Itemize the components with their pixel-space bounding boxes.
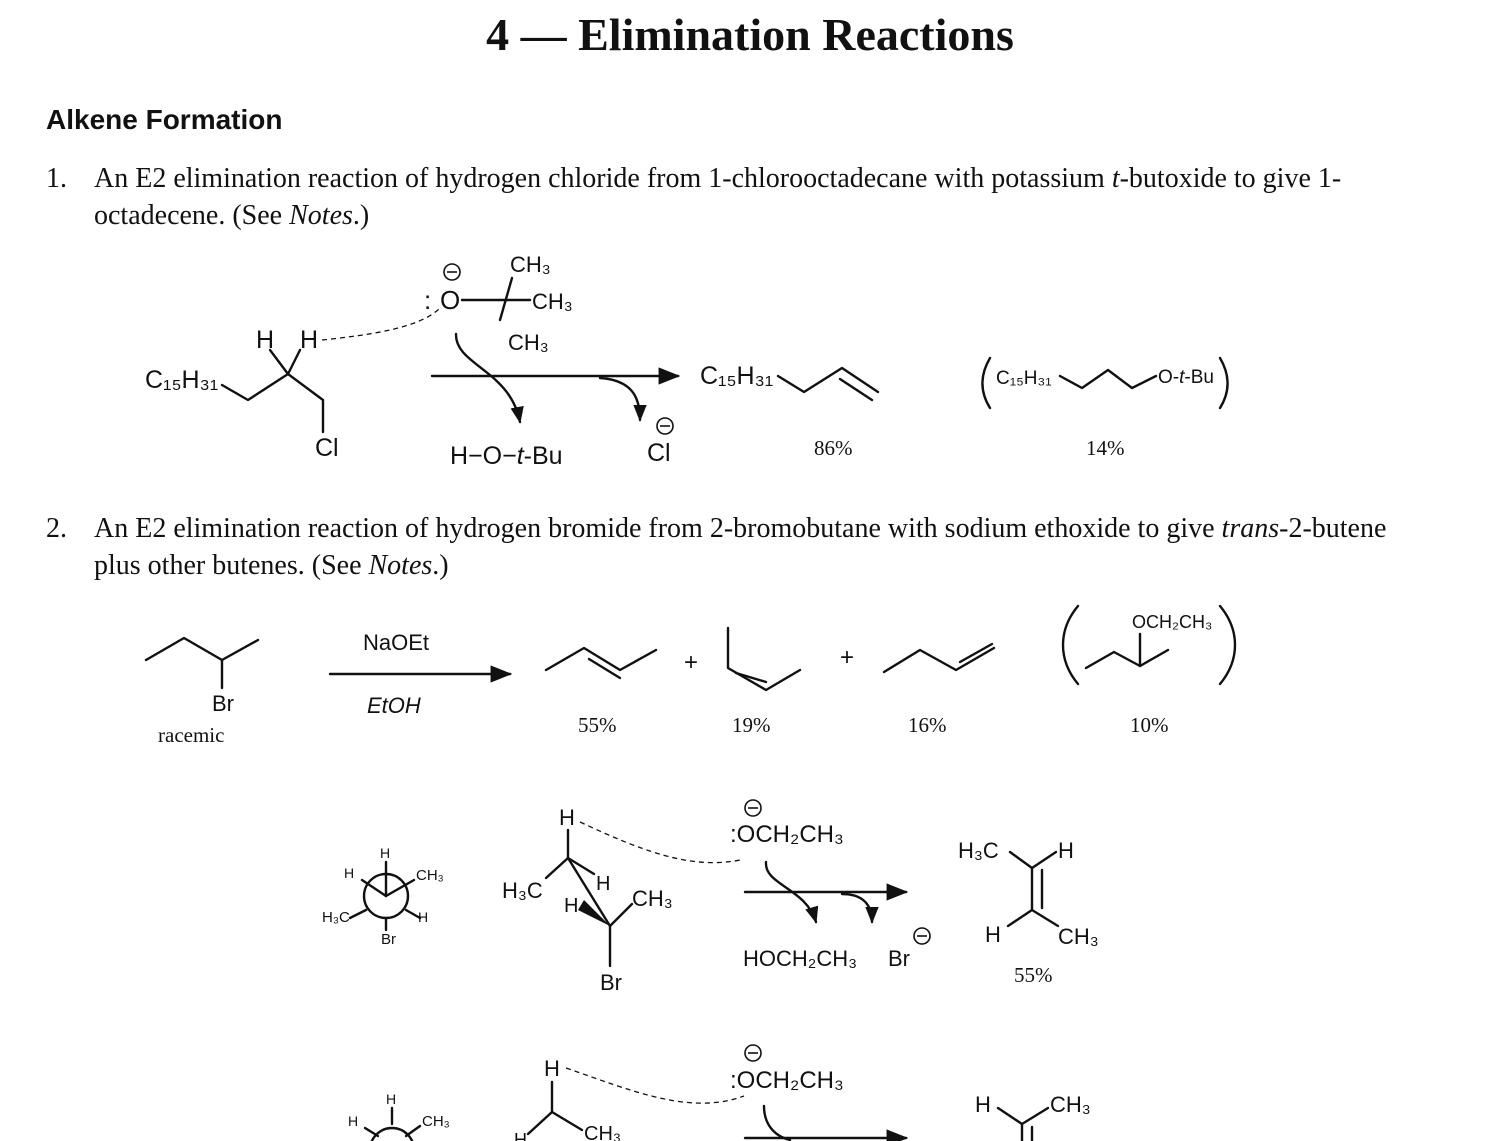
svg-text:CH₃: CH₃ bbox=[416, 867, 444, 884]
item-text: An E2 elimination reaction of hydrogen c… bbox=[94, 163, 1342, 231]
curved-arrow-icon bbox=[840, 892, 879, 924]
svg-text:CH₃: CH₃ bbox=[1058, 924, 1099, 949]
list-item-2: 2. An E2 elimination reaction of hydroge… bbox=[46, 510, 1406, 584]
negative-charge-icon bbox=[443, 263, 461, 281]
yield-label: 19% bbox=[732, 713, 771, 737]
ethoxy-label: OCH₂CH₃ bbox=[1132, 612, 1212, 632]
list-item-1: 1. An E2 elimination reaction of hydroge… bbox=[46, 160, 1406, 234]
solvent-label: EtOH bbox=[367, 693, 421, 718]
svg-text:H: H bbox=[380, 845, 390, 861]
curved-arrow-icon bbox=[454, 332, 524, 424]
ether-label: O-t-Bu bbox=[1158, 367, 1214, 388]
1-butene bbox=[882, 646, 996, 674]
svg-text:CH₃: CH₃ bbox=[632, 886, 673, 911]
bromine-label: Br bbox=[212, 691, 234, 716]
h-atom-label: H bbox=[256, 326, 274, 354]
svg-text:H: H bbox=[985, 922, 1001, 947]
svg-text:H: H bbox=[344, 865, 354, 881]
negative-charge-icon bbox=[656, 417, 674, 435]
side-product-ether: C₁₅H₃₁ O-t-Bu 14% bbox=[981, 356, 1229, 460]
svg-text:H₃C: H₃C bbox=[322, 909, 350, 926]
yield-label: 86% bbox=[814, 436, 853, 460]
h-atom-label: H bbox=[300, 326, 318, 354]
yield-label: 10% bbox=[1130, 713, 1169, 737]
svg-text:Br: Br bbox=[600, 970, 622, 995]
yield-label: 14% bbox=[1086, 436, 1125, 460]
methyl-label: CH₃ bbox=[510, 252, 551, 277]
svg-text:H: H bbox=[564, 895, 578, 917]
svg-text:H: H bbox=[596, 873, 610, 895]
yield-label: 16% bbox=[908, 713, 947, 737]
section-heading: Alkene Formation bbox=[46, 104, 283, 135]
item-number: 2. bbox=[46, 513, 67, 544]
plus-sign: + bbox=[684, 649, 698, 676]
c15h31-label: C₁₅H₃₁ bbox=[996, 368, 1052, 389]
tert-butoxide: : O CH₃ CH₃ CH₃ bbox=[424, 252, 573, 355]
ethyl-ether-product: OCH₂CH₃ bbox=[1061, 604, 1237, 686]
cis-2-butene bbox=[726, 626, 802, 692]
chlorine-label: Cl bbox=[315, 434, 339, 462]
svg-text:H: H bbox=[418, 909, 428, 925]
svg-text:H: H bbox=[559, 805, 575, 830]
lone-pair-colon: : bbox=[424, 285, 431, 315]
svg-text:CH₃: CH₃ bbox=[422, 1113, 450, 1130]
svg-text:H: H bbox=[348, 1113, 358, 1129]
svg-text:H₃C: H₃C bbox=[958, 838, 999, 863]
scheme-2: Br racemic NaOEt EtOH + + OCH₂CH₃ 55% 19… bbox=[144, 604, 1237, 747]
scheme-1: C₁₅H₃₁ H H Cl : O CH₃ CH₃ CH₃ H−O−t-Bu bbox=[145, 252, 1229, 470]
svg-text:H: H bbox=[1058, 838, 1074, 863]
negative-charge-icon bbox=[744, 1044, 762, 1062]
chloride-label: Cl bbox=[647, 439, 671, 467]
plus-sign: + bbox=[840, 644, 854, 671]
svg-text:Br: Br bbox=[381, 931, 396, 948]
c15h31-label: C₁₅H₃₁ bbox=[700, 362, 773, 390]
negative-charge-icon bbox=[744, 799, 762, 817]
svg-text:H₃C: H₃C bbox=[502, 878, 543, 903]
trans-2-butene bbox=[544, 646, 658, 672]
svg-text:H: H bbox=[544, 1056, 560, 1081]
svg-text:H: H bbox=[975, 1092, 991, 1117]
ethoxide-label: :OCH₂CH₃ bbox=[730, 1067, 844, 1094]
item-number: 1. bbox=[46, 163, 67, 194]
bromide-label: Br bbox=[888, 946, 910, 971]
yield-label: 55% bbox=[578, 713, 617, 737]
c15h31-label: C₁₅H₃₁ bbox=[145, 366, 218, 394]
svg-text:H: H bbox=[514, 1130, 527, 1141]
product-octadecene: C₁₅H₃₁ 86% bbox=[700, 362, 880, 460]
curved-arrow-icon bbox=[598, 376, 647, 422]
tbuoh-label: H−O−t-Bu bbox=[450, 442, 563, 470]
reagent-label: NaOEt bbox=[363, 630, 429, 655]
page-title: 4 — Elimination Reactions bbox=[486, 9, 1014, 60]
mechanism-1: H H CH₃ H₃C H Br H H₃C H H CH₃ Br :OCH₂C… bbox=[322, 799, 1099, 995]
svg-text:CH₃: CH₃ bbox=[1050, 1092, 1091, 1117]
mechanism-2: H H CH₃ H CH₃ H :OCH₂CH₃ H CH₃ bbox=[348, 1044, 1091, 1141]
sawhorse-projection: H H₃C H H CH₃ Br bbox=[502, 805, 741, 995]
methyl-label: CH₃ bbox=[532, 289, 573, 314]
racemic-label: racemic bbox=[158, 723, 224, 747]
yield-label: 55% bbox=[1014, 963, 1053, 987]
oxygen-label: O bbox=[440, 285, 460, 315]
item-text: An E2 elimination reaction of hydrogen b… bbox=[94, 513, 1387, 581]
methyl-label: CH₃ bbox=[508, 330, 549, 355]
newman-projection: H H CH₃ H₃C H Br bbox=[322, 845, 444, 948]
ethoxide-label: :OCH₂CH₃ bbox=[730, 821, 844, 848]
svg-text:CH₃: CH₃ bbox=[584, 1123, 621, 1141]
negative-charge-icon bbox=[913, 927, 931, 945]
curved-arrow-icon bbox=[764, 860, 819, 924]
ethanol-label: HOCH₂CH₃ bbox=[743, 946, 857, 971]
svg-text:H: H bbox=[386, 1091, 396, 1107]
trans-2-butene-product: H₃C H H CH₃ 55% bbox=[958, 838, 1099, 987]
substrate-chlorooctadecane: C₁₅H₃₁ H H Cl bbox=[145, 307, 441, 462]
substrate-bromobutane: Br racemic bbox=[144, 636, 260, 747]
